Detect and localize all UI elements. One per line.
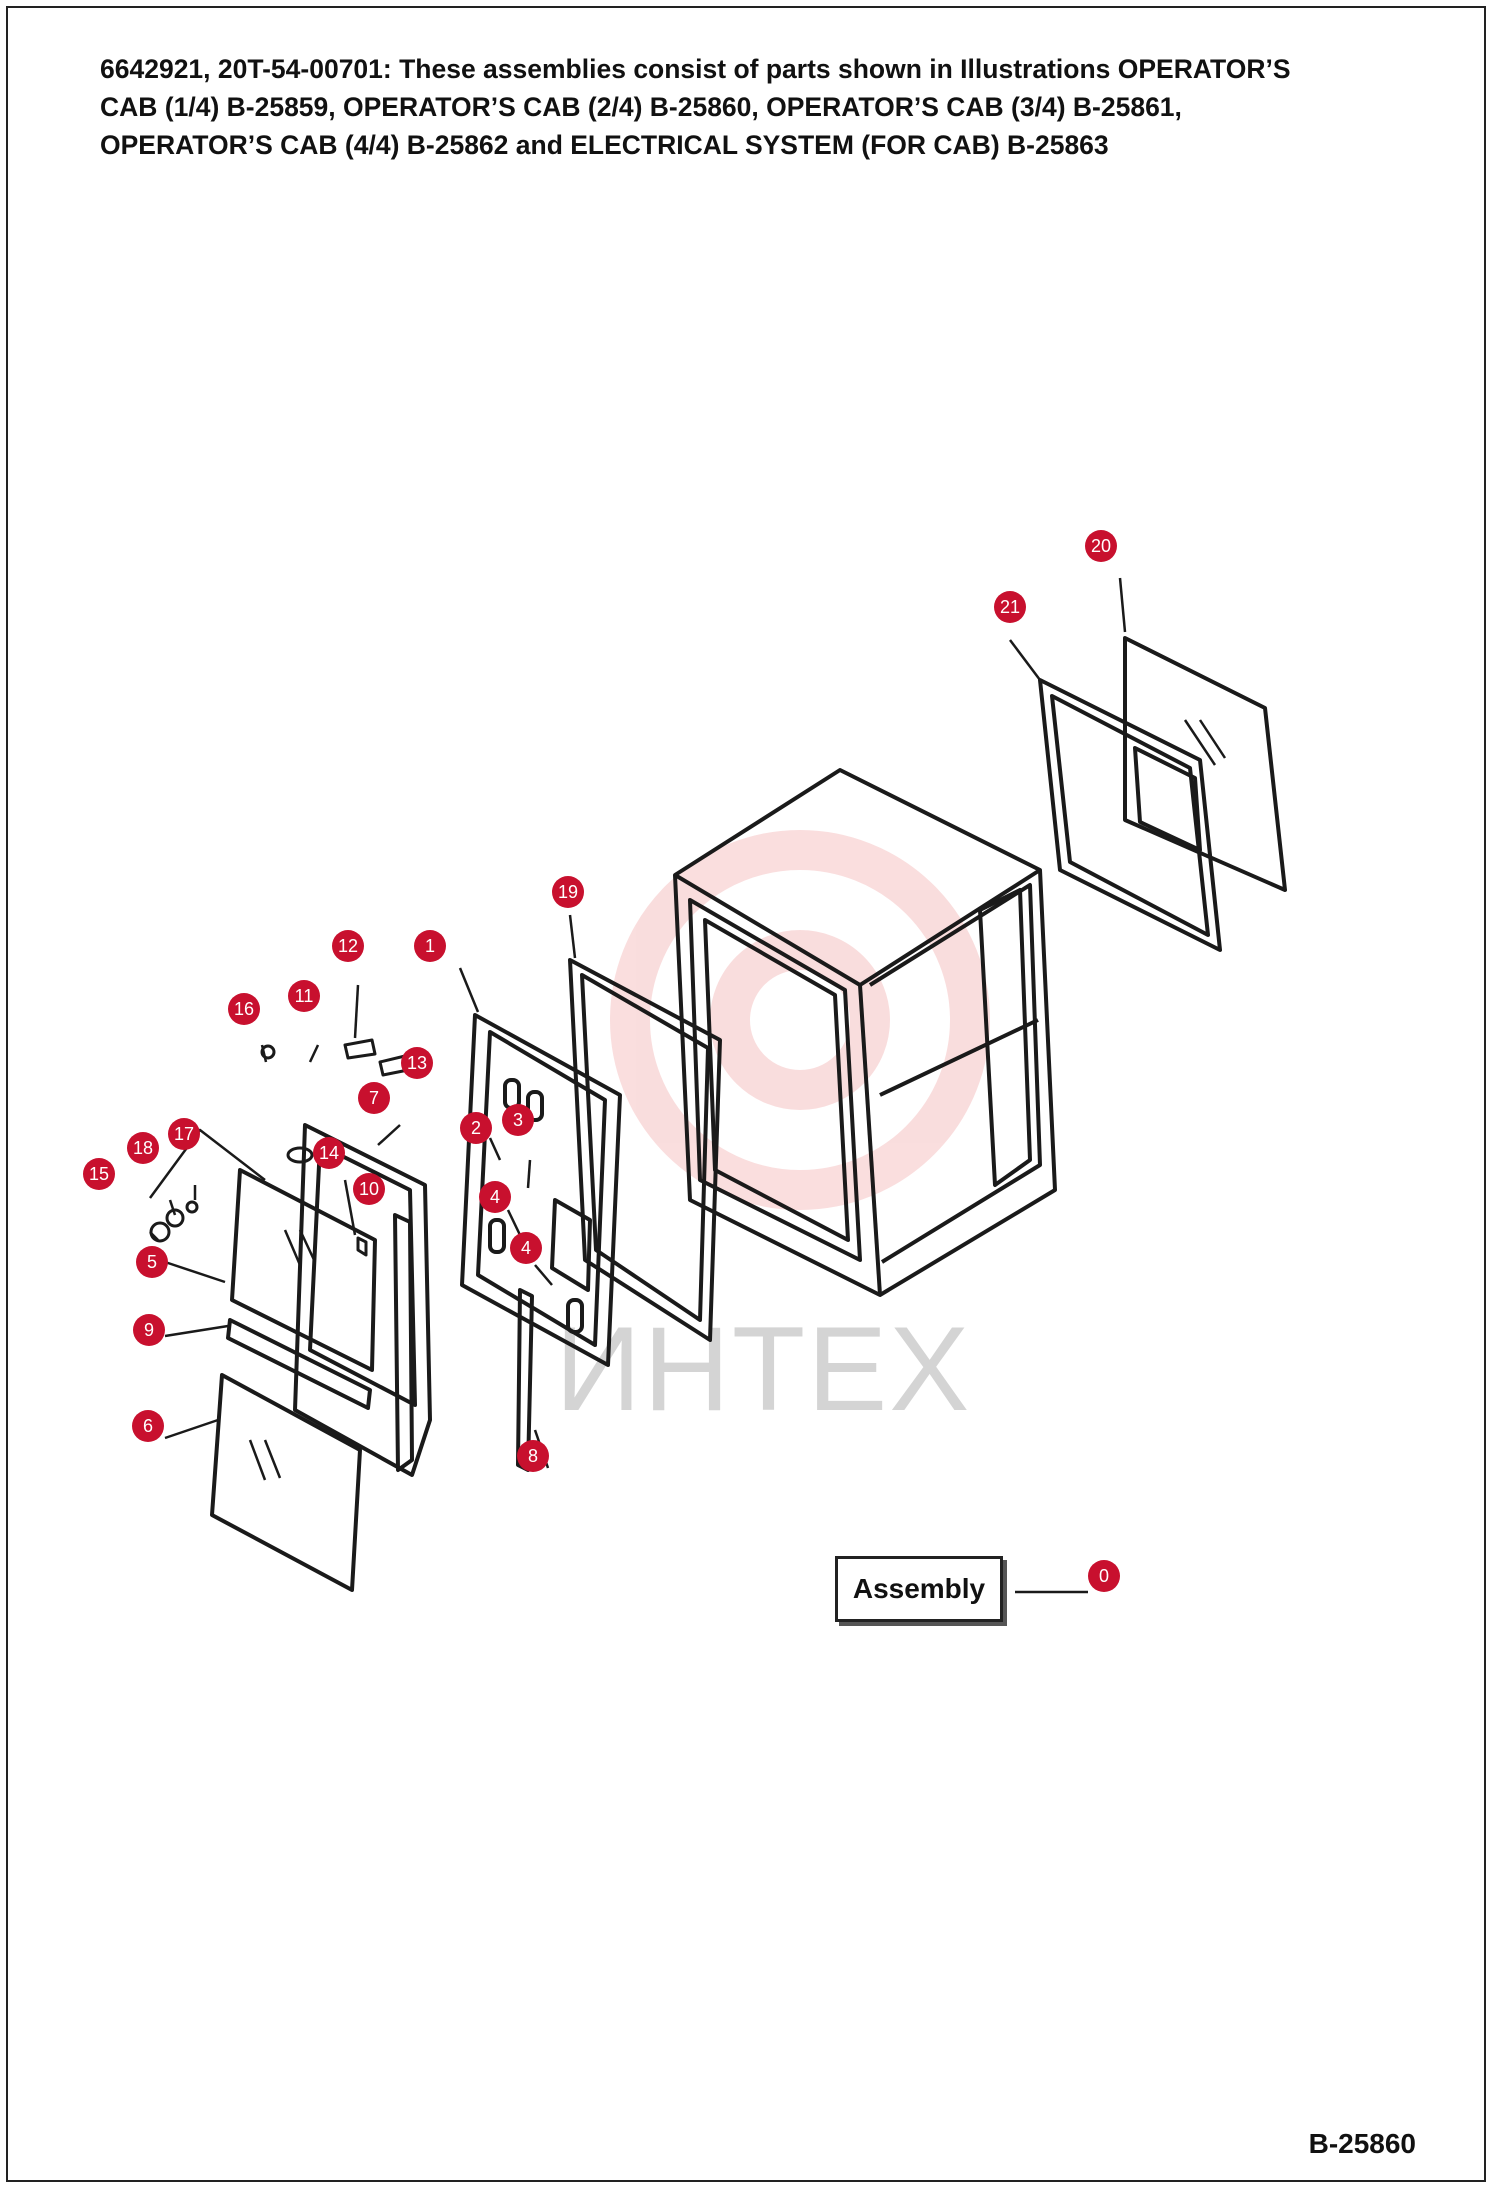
assembly-label: Assembly: [852, 1573, 986, 1604]
window-sash-frame: [293, 1123, 432, 1477]
callout-label: 8: [528, 1446, 538, 1466]
callout-label: 0: [1099, 1566, 1109, 1586]
callout-19[interactable]: 19: [552, 876, 584, 908]
page-frame: [6, 6, 1486, 2182]
callout-1[interactable]: 1: [414, 930, 446, 962]
callout-label: 18: [133, 1138, 153, 1158]
callout-10[interactable]: 10: [353, 1173, 385, 1205]
leader-lines: [148, 577, 1127, 1594]
callout-6[interactable]: 6: [132, 1410, 164, 1442]
callout-14[interactable]: 14: [313, 1137, 345, 1169]
callout-2[interactable]: 2: [460, 1112, 492, 1144]
assembly-legend-box: Assembly: [835, 1556, 1003, 1622]
callout-18[interactable]: 18: [127, 1132, 159, 1164]
door-weatherstrip: [568, 958, 722, 1342]
callout-4-upper[interactable]: 4: [479, 1181, 511, 1213]
door-frame: [460, 1013, 622, 1367]
callout-label: 15: [89, 1164, 109, 1184]
callout-label: 1: [425, 936, 435, 956]
callout-label: 9: [144, 1320, 154, 1340]
rear-window-glass: [1123, 636, 1287, 892]
callout-label: 2: [471, 1118, 481, 1138]
callout-label: 4: [490, 1187, 500, 1207]
callout-label: 5: [147, 1252, 157, 1272]
watermark-text: ИНТЕХ: [555, 1302, 972, 1436]
callout-9[interactable]: 9: [133, 1314, 165, 1346]
callout-label: 19: [558, 882, 578, 902]
callout-5[interactable]: 5: [136, 1246, 168, 1278]
callout-label: 21: [1000, 597, 1020, 617]
callout-label: 6: [143, 1416, 153, 1436]
callout-12[interactable]: 12: [332, 930, 364, 962]
callout-label: 14: [319, 1143, 339, 1163]
illustration-id: B-25860: [1308, 2128, 1416, 2159]
callout-label: 10: [359, 1179, 379, 1199]
lower-fixed-glass: [210, 1373, 362, 1592]
callout-label: 20: [1091, 536, 1111, 556]
callout-8[interactable]: 8: [517, 1440, 549, 1472]
callout-7[interactable]: 7: [358, 1082, 390, 1114]
callout-0[interactable]: 0: [1088, 1560, 1120, 1592]
callout-4-lower[interactable]: 4: [510, 1232, 542, 1264]
callout-11[interactable]: 11: [288, 980, 320, 1012]
callout-16[interactable]: 16: [228, 993, 260, 1025]
callout-15[interactable]: 15: [83, 1158, 115, 1190]
callout-label: 4: [521, 1238, 531, 1258]
callout-3[interactable]: 3: [502, 1104, 534, 1136]
callout-20[interactable]: 20: [1085, 530, 1117, 562]
callout-17[interactable]: 17: [168, 1118, 200, 1150]
cab-frame: [673, 768, 1057, 1297]
callout-label: 7: [369, 1088, 379, 1108]
callout-label: 17: [174, 1124, 194, 1144]
upper-sliding-glass: [230, 1168, 377, 1372]
callout-label: 11: [295, 986, 314, 1006]
page-header: 6642921, 20T-54-00701: These assemblies …: [100, 54, 1291, 160]
glass-rail: [226, 1318, 372, 1410]
callout-label: 16: [234, 999, 254, 1019]
callout-label: 12: [338, 936, 358, 956]
callout-label: 3: [513, 1110, 523, 1130]
callout-13[interactable]: 13: [401, 1047, 433, 1079]
callout-label: 13: [407, 1053, 427, 1073]
rear-weatherstrip: [1038, 678, 1222, 952]
callout-21[interactable]: 21: [994, 591, 1026, 623]
